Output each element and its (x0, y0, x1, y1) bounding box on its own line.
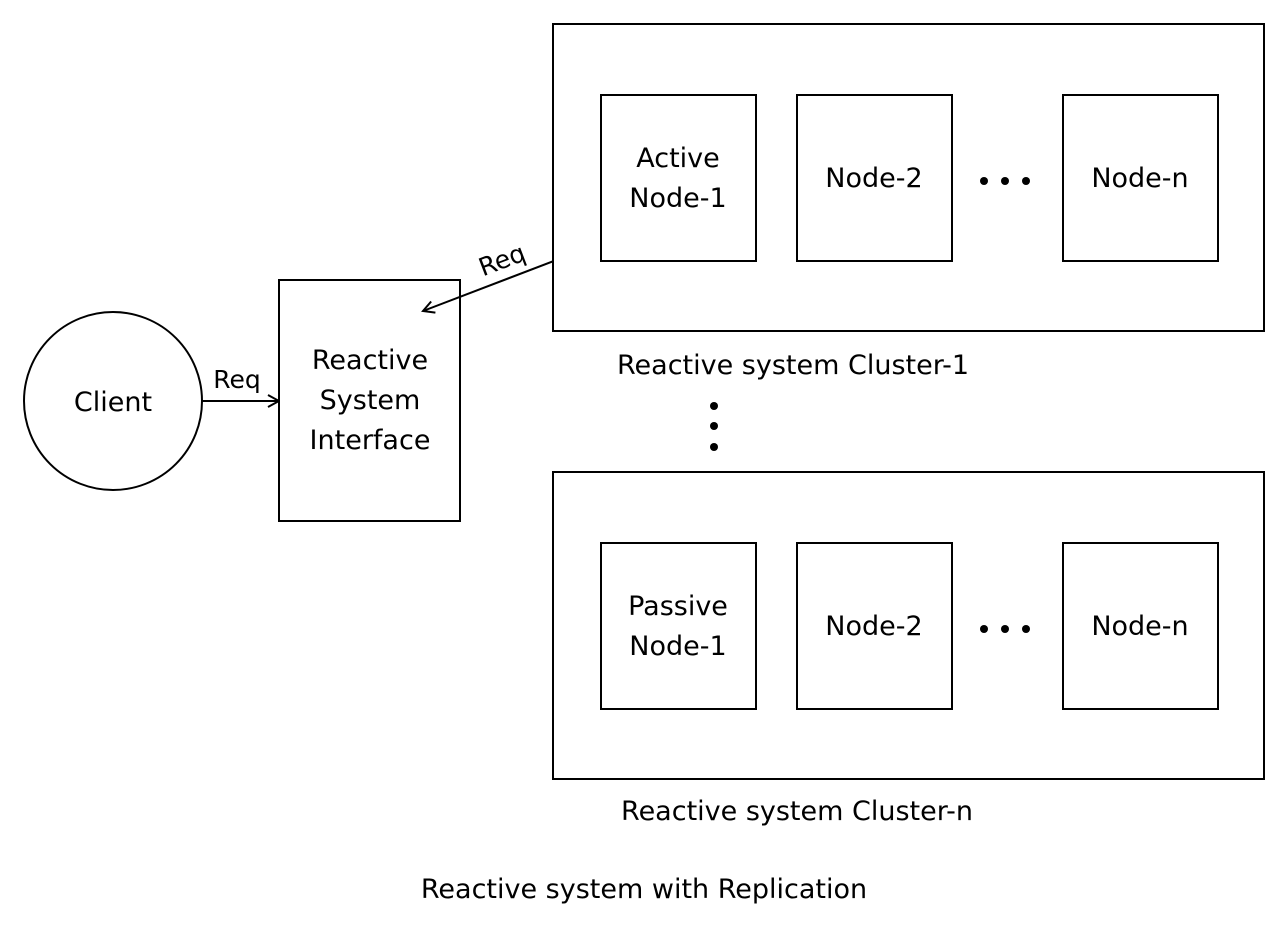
passive-node-label-line-1: Passive (628, 591, 728, 622)
passive-node-box (600, 542, 757, 710)
ellipsis-dot (980, 177, 988, 185)
ellipsis-dot (710, 402, 718, 410)
active-node-label-line-1: Active (636, 143, 720, 174)
cluster-1-node-2-label: Node-2 (825, 163, 922, 194)
cluster-1-ellipsis (980, 177, 1030, 185)
cluster-1-active-node: Active Node-1 (600, 94, 757, 262)
cluster-1-node-n-label: Node-n (1091, 163, 1188, 194)
active-node-box (600, 94, 757, 262)
cluster-1-label: Reactive system Cluster-1 (617, 350, 969, 381)
passive-node-label-line-2: Node-1 (629, 631, 726, 662)
cluster-n-ellipsis (980, 625, 1030, 633)
interface-box (278, 279, 461, 522)
ellipsis-dot (710, 443, 718, 451)
interface-label-line-3: Interface (310, 425, 431, 456)
cluster-1: Active Node-1 Node-2 Node-n Reactive sys… (552, 23, 1265, 381)
ellipsis-dot (1022, 625, 1030, 633)
ellipsis-dot (1022, 177, 1030, 185)
cluster-n-node-n-label: Node-n (1091, 611, 1188, 642)
cluster-n-node-2: Node-2 (796, 542, 953, 710)
cluster-1-node-n: Node-n (1062, 94, 1219, 262)
ellipsis-dot (980, 625, 988, 633)
cluster-n-node-n-box (1062, 542, 1219, 710)
active-request-label: Req (475, 238, 530, 282)
interface-label-line-2: System (320, 385, 421, 416)
client-node: Client (23, 311, 203, 491)
cluster-1-node-2-box (796, 94, 953, 262)
clusters-vertical-ellipsis (710, 402, 718, 451)
ellipsis-dot (1001, 625, 1009, 633)
client-to-interface-edge: Req (202, 365, 279, 401)
cluster-n-passive-node: Passive Node-1 (600, 542, 757, 710)
active-node-label-line-2: Node-1 (629, 183, 726, 214)
interface-label-line-1: Reactive (312, 345, 428, 376)
cluster-n: Passive Node-1 Node-2 Node-n Reactive sy… (552, 471, 1265, 827)
cluster-1-node-n-box (1062, 94, 1219, 262)
ellipsis-dot (1001, 177, 1009, 185)
cluster-n-node-n: Node-n (1062, 542, 1219, 710)
reactive-system-interface: Reactive System Interface (278, 279, 461, 522)
cluster-n-label: Reactive system Cluster-n (621, 796, 973, 827)
ellipsis-dot (710, 422, 718, 430)
client-label: Client (74, 387, 152, 418)
client-request-label: Req (213, 365, 261, 394)
cluster-1-node-2: Node-2 (796, 94, 953, 262)
cluster-n-node-2-label: Node-2 (825, 611, 922, 642)
interface-to-active-node-edge: Req (423, 233, 627, 311)
diagram-caption: Reactive system with Replication (421, 874, 867, 905)
cluster-n-node-2-box (796, 542, 953, 710)
